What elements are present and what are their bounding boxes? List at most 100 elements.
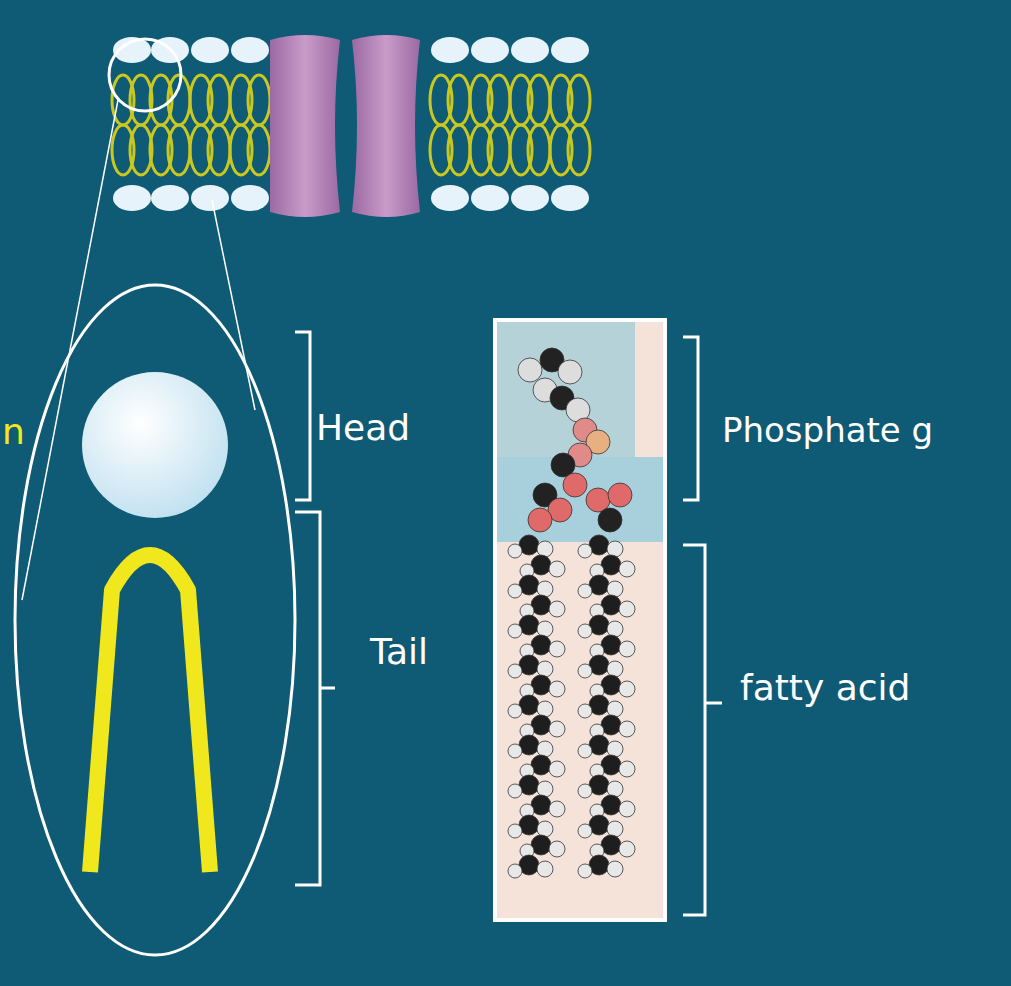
tail-ellipse [208, 125, 230, 175]
head-ellipse [191, 37, 229, 63]
atom [537, 661, 553, 677]
atom [508, 584, 522, 598]
atom [508, 864, 522, 878]
tail-ellipse [488, 75, 510, 125]
tail-ellipse [488, 125, 510, 175]
head-ellipse [431, 185, 469, 211]
atom [549, 681, 565, 697]
atom [578, 824, 592, 838]
atom [578, 584, 592, 598]
atom [508, 544, 522, 558]
lipid-tail [90, 555, 210, 872]
atom [607, 781, 623, 797]
tail-ellipse [528, 75, 550, 125]
atom [508, 784, 522, 798]
atom [537, 701, 553, 717]
atom [578, 864, 592, 878]
atom [608, 483, 632, 507]
atom [508, 624, 522, 638]
atom [537, 741, 553, 757]
atom [619, 641, 635, 657]
head-ellipse [471, 185, 509, 211]
tail-ellipse [448, 125, 470, 175]
lipid-head [82, 372, 228, 518]
tail-ellipse [568, 75, 590, 125]
atom [508, 704, 522, 718]
atom [518, 358, 542, 382]
head-ellipse [551, 185, 589, 211]
atom [578, 704, 592, 718]
atom [578, 784, 592, 798]
atom [578, 624, 592, 638]
atom [607, 821, 623, 837]
head-ellipse [231, 185, 269, 211]
tail-ellipse [248, 75, 270, 125]
atom [537, 781, 553, 797]
head-ellipse [431, 37, 469, 63]
atom [508, 824, 522, 838]
atom [549, 721, 565, 737]
tail-ellipse [528, 125, 550, 175]
atom [578, 744, 592, 758]
part-label: Phosphate g [722, 412, 933, 449]
protein-channel [352, 35, 420, 217]
atom [607, 861, 623, 877]
atom [508, 744, 522, 758]
atom [537, 821, 553, 837]
molecule-atoms [508, 348, 635, 878]
atom [619, 801, 635, 817]
part-label: n [2, 412, 25, 452]
tail-ellipse [248, 125, 270, 175]
head-ellipse [231, 37, 269, 63]
atom [563, 473, 587, 497]
atom [537, 861, 553, 877]
atom [619, 721, 635, 737]
head-ellipse [151, 185, 189, 211]
atom [607, 581, 623, 597]
atom [619, 601, 635, 617]
bracket [295, 512, 335, 885]
protein-channel [270, 35, 340, 217]
part-label: Tail [370, 632, 428, 672]
zoom-ellipse [15, 285, 295, 955]
atom [619, 681, 635, 697]
atom [607, 661, 623, 677]
bracket [295, 332, 310, 500]
atom [607, 621, 623, 637]
atom [549, 601, 565, 617]
atom [549, 561, 565, 577]
bracket [683, 337, 698, 500]
head-ellipse [551, 37, 589, 63]
part-label: Head [316, 408, 410, 448]
bracket [683, 545, 722, 915]
atom [619, 841, 635, 857]
atom [537, 621, 553, 637]
zoom-line [212, 200, 255, 410]
model-region [497, 457, 663, 542]
head-ellipse [511, 185, 549, 211]
zoom-circle [109, 39, 181, 111]
atom [528, 508, 552, 532]
atom [607, 741, 623, 757]
atom [537, 541, 553, 557]
model-region [497, 322, 635, 457]
atom [598, 508, 622, 532]
head-ellipse [191, 185, 229, 211]
atom [508, 664, 522, 678]
atom [578, 544, 592, 558]
head-ellipse [113, 185, 151, 211]
tail-ellipse [168, 125, 190, 175]
space-filling-model [495, 320, 665, 920]
zoom-line [22, 100, 118, 600]
atom [537, 581, 553, 597]
atom [607, 541, 623, 557]
atom [549, 841, 565, 857]
atom [558, 360, 582, 384]
tail-ellipse [568, 125, 590, 175]
head-ellipse [511, 37, 549, 63]
atom [549, 761, 565, 777]
atom [619, 761, 635, 777]
tail-ellipse [448, 75, 470, 125]
atom [578, 664, 592, 678]
